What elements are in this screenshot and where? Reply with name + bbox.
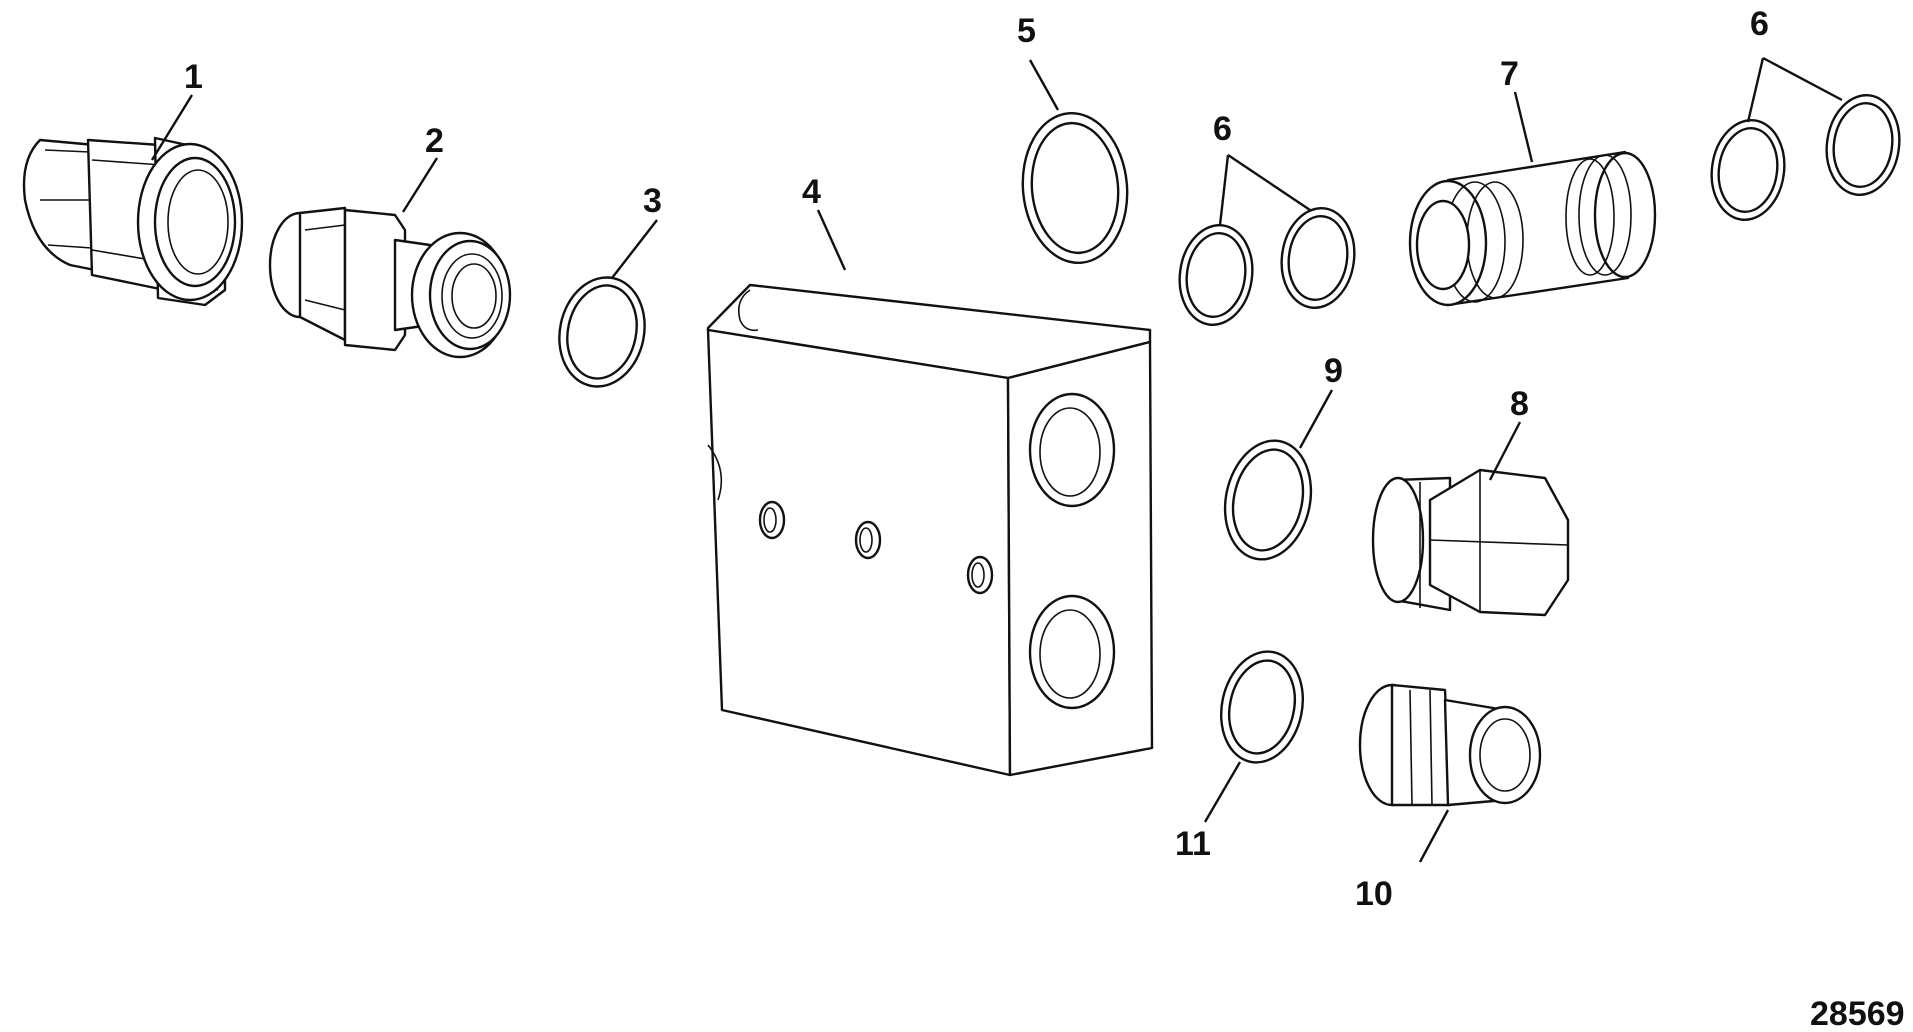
part-6-seal-rings-left xyxy=(1178,207,1356,326)
part-8-plug xyxy=(1371,468,1570,617)
leader-lines xyxy=(150,56,1843,863)
part-6-seal-rings-right xyxy=(1710,94,1901,221)
part-9-seal-ring xyxy=(1223,439,1313,561)
callout-6-right: 6 xyxy=(1750,5,1769,43)
callout-1: 1 xyxy=(184,58,203,96)
part-11-seal-ring xyxy=(1219,650,1305,764)
callout-7: 7 xyxy=(1500,55,1519,93)
part-7-tube-fitting xyxy=(1408,150,1657,307)
part-5-seal-ring xyxy=(1021,111,1129,265)
callout-4: 4 xyxy=(802,173,821,211)
callout-10: 10 xyxy=(1355,875,1393,913)
callout-11: 11 xyxy=(1175,825,1211,863)
callout-8: 8 xyxy=(1510,385,1529,423)
part-2-adaptor-fitting xyxy=(268,206,512,359)
callout-5: 5 xyxy=(1017,12,1036,50)
callout-labels: 1 2 3 4 5 6 7 6 9 8 11 10 xyxy=(184,5,1769,913)
part-1-swivel-fitting xyxy=(22,136,244,307)
figure-number: 28569 xyxy=(1810,995,1905,1032)
callout-9: 9 xyxy=(1324,352,1343,390)
callout-3: 3 xyxy=(643,182,662,220)
part-10-fitting xyxy=(1358,683,1542,807)
callout-2: 2 xyxy=(425,122,444,160)
part-3-seal-ring xyxy=(558,276,646,388)
callout-6-left: 6 xyxy=(1213,110,1232,148)
part-4-manifold-block xyxy=(706,283,1154,777)
